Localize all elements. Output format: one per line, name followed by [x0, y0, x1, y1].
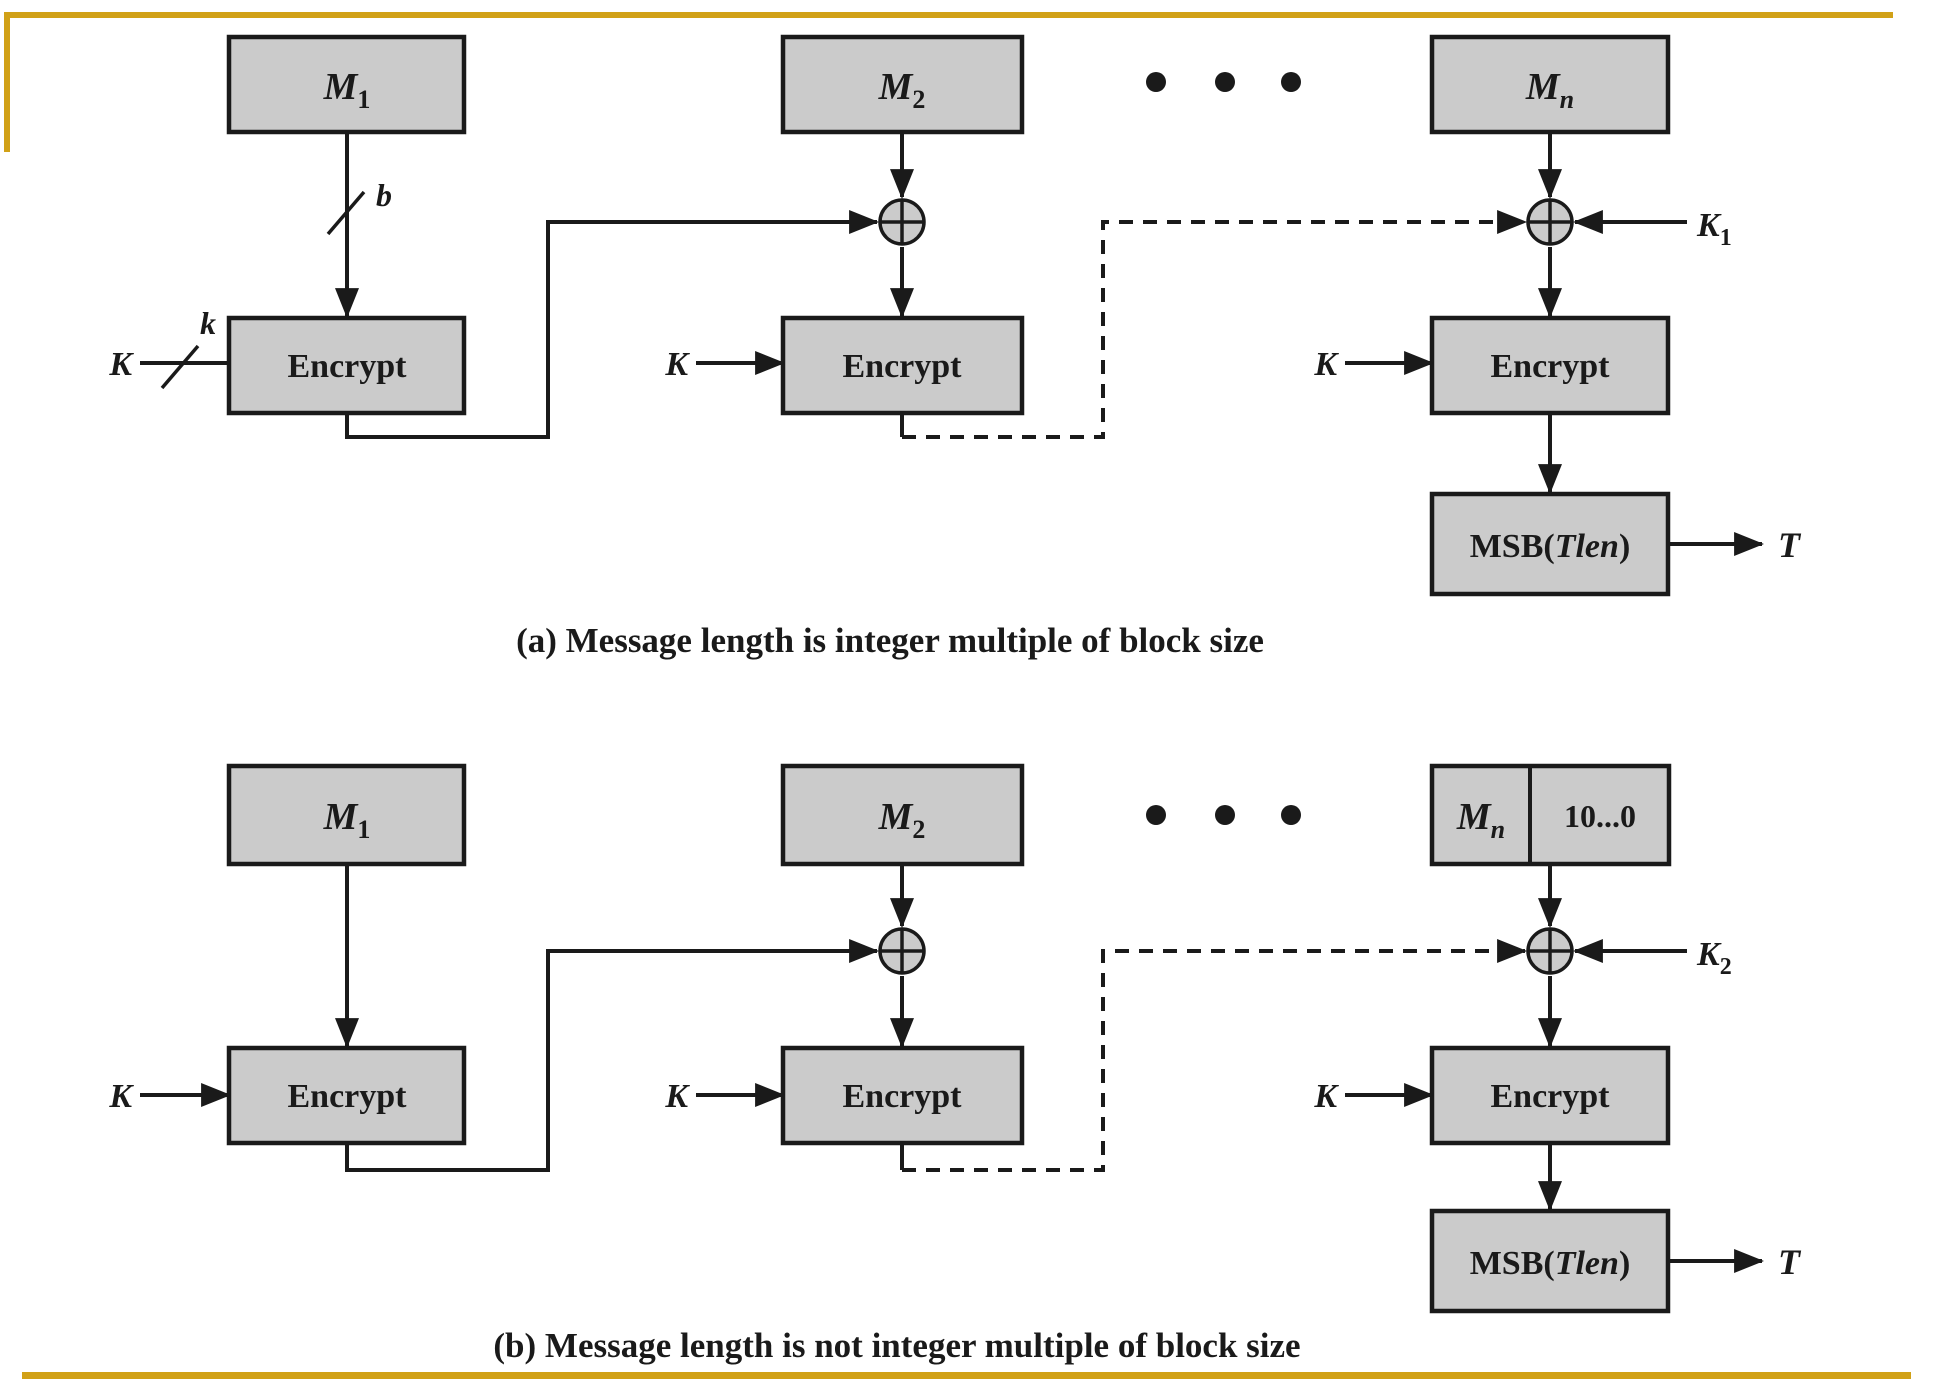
encrypt-label: Encrypt — [843, 1078, 963, 1115]
slide-border-left — [4, 12, 10, 152]
key-label: K — [664, 1078, 690, 1115]
padding-label: 10...0 — [1564, 798, 1636, 834]
xor-icon — [878, 198, 926, 246]
chain-link-2-to-n-dashed — [902, 939, 1528, 1172]
key-label: K — [108, 1078, 134, 1115]
xor-icon — [1526, 927, 1574, 975]
encrypt-box — [226, 315, 467, 416]
key-bits-label: k — [200, 305, 216, 341]
figure-b: M1 Encrypt K M2 Encrypt K — [108, 763, 1802, 1365]
xor-icon — [878, 927, 926, 975]
chain-link-1-to-2 — [345, 939, 880, 1172]
m2-box — [780, 763, 1025, 867]
ellipsis-dots — [1146, 72, 1301, 92]
figure-a: M1 b Encrypt K k M2 Encrypt K — [108, 34, 1802, 660]
msb-box — [1429, 1208, 1671, 1314]
encrypt-box — [1429, 315, 1671, 416]
encrypt-box — [226, 1045, 467, 1146]
m1-box — [226, 34, 467, 135]
caption-b: (b) Message length is not integer multip… — [493, 1326, 1300, 1365]
xor-icon — [1526, 198, 1574, 246]
encrypt-label: Encrypt — [288, 1078, 408, 1115]
mn-padded-box — [1429, 763, 1672, 867]
m1-label: M1 — [323, 66, 371, 114]
m2-label: M2 — [878, 66, 926, 114]
encrypt-label: Encrypt — [1491, 348, 1611, 385]
key-label: K — [1313, 346, 1339, 383]
caption-a: (a) Message length is integer multiple o… — [516, 621, 1264, 660]
mn-label: Mn — [1456, 796, 1505, 844]
subkey1-label: K1 — [1696, 207, 1732, 251]
encrypt-label: Encrypt — [288, 348, 408, 385]
tag-label: T — [1778, 1242, 1802, 1282]
encrypt-label: Encrypt — [1491, 1078, 1611, 1115]
key-label: K — [1313, 1078, 1339, 1115]
subkey2-label: K2 — [1696, 936, 1732, 980]
slide-border-bottom — [22, 1372, 1911, 1379]
slide-border-top — [4, 12, 1893, 18]
m1-box — [226, 763, 467, 867]
mn-label: Mn — [1525, 66, 1574, 114]
m1-label: M1 — [323, 796, 371, 844]
msb-box — [1429, 491, 1671, 597]
key-label: K — [108, 346, 134, 383]
m2-label: M2 — [878, 796, 926, 844]
msb-label: MSB(Tlen) — [1470, 1245, 1631, 1282]
tag-label: T — [1778, 525, 1802, 565]
block-bits-label: b — [376, 177, 392, 213]
encrypt-label: Encrypt — [843, 348, 963, 385]
msb-label: MSB(Tlen) — [1470, 528, 1631, 565]
key-label: K — [664, 346, 690, 383]
chain-link-2-to-n-dashed — [902, 210, 1528, 439]
chain-link-1-to-2 — [345, 210, 880, 439]
ellipsis-dots — [1146, 805, 1301, 825]
bus-width-tick — [326, 190, 366, 236]
key-width-tick — [160, 344, 200, 390]
